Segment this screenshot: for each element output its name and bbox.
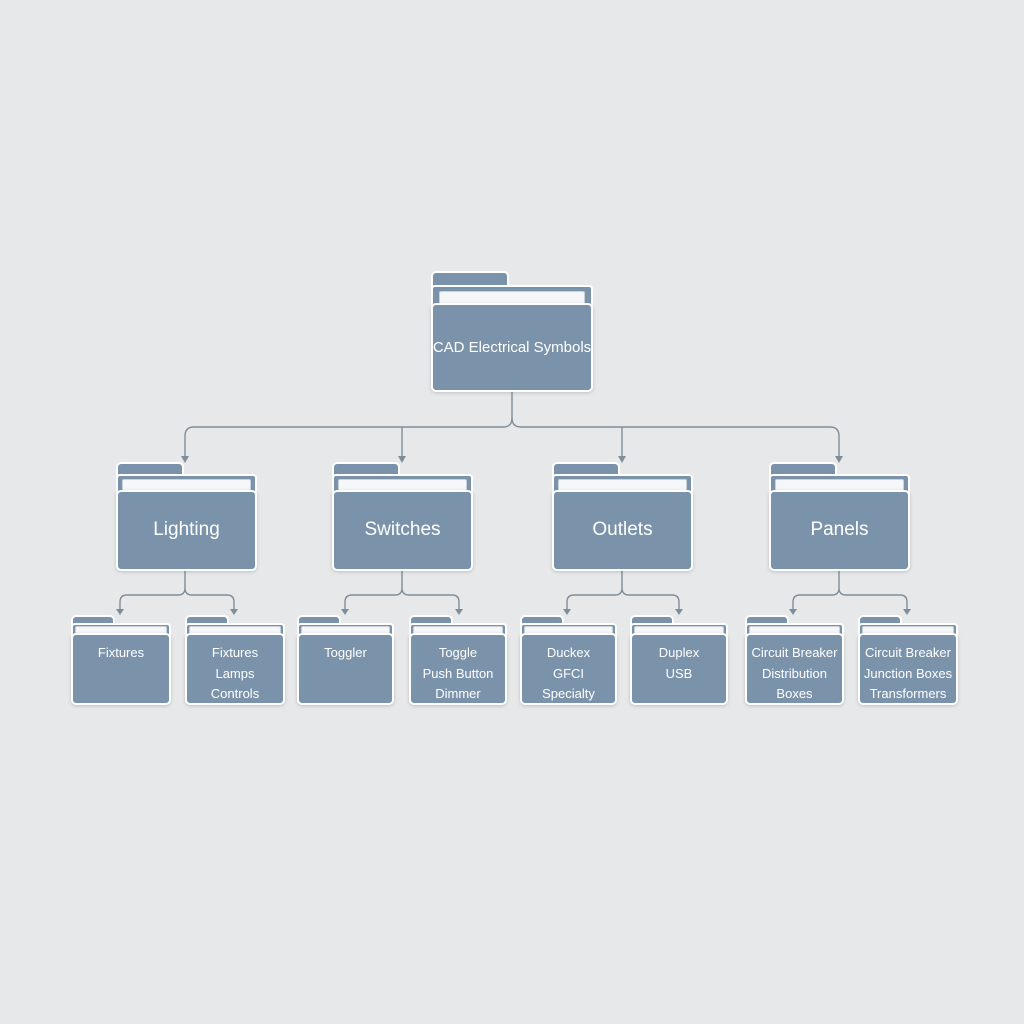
folder-panels[interactable]: Panels	[769, 462, 910, 571]
subfolder-lighting-2[interactable]: Fixtures Lamps Controls	[185, 615, 285, 705]
connector-lighting	[119, 571, 235, 610]
subfolder-panels-1[interactable]: Circuit Breaker Distribution Boxes	[745, 615, 844, 705]
subfolder-switches-2[interactable]: Toggle Push Button Dimmer	[409, 615, 507, 705]
subfolder-panels-2-line-1: Circuit Breaker	[865, 645, 951, 660]
subfolder-panels-2-line-3: Transformers	[869, 686, 947, 701]
subfolder-outlets-1-line-3: Specialty	[542, 686, 595, 701]
folder-outlets[interactable]: Outlets	[552, 462, 693, 571]
connector-root-right	[511, 417, 840, 456]
subfolder-panels-1-line-1: Circuit Breaker	[751, 645, 838, 660]
subfolder-panels-1-line-2: Distribution	[761, 665, 828, 681]
folder-lighting[interactable]: Lighting	[116, 462, 257, 571]
root-folder-label: CAD Electrical Symbols	[432, 338, 592, 356]
folder-lighting-label: Lighting	[153, 519, 220, 541]
subfolder-outlets-1-line-2: GFCI	[552, 665, 585, 681]
subfolder-outlets-2-line-2: USB	[665, 665, 693, 681]
folder-panels-label: Panels	[810, 519, 869, 541]
subfolder-panels-2-line-2: Junction Boxes	[863, 665, 953, 681]
subfolder-switches-2-line-2: Push Button	[422, 665, 494, 681]
subfolder-lighting-2-line-3: Controls	[210, 686, 260, 701]
subfolder-switches-2-line-1: Toggle	[438, 645, 478, 660]
subfolder-outlets-1[interactable]: Duckex GFCI Specialty	[520, 615, 617, 705]
subfolder-lighting-1-line-1: Fixtures	[97, 645, 145, 660]
subfolder-switches-1-line-1: Toggler	[324, 645, 367, 660]
root-folder[interactable]: CAD Electrical Symbols	[431, 271, 593, 392]
subfolder-outlets-2-line-1: Duplex	[658, 645, 700, 660]
folder-outlets-label: Outlets	[592, 519, 653, 541]
connector-panels	[792, 571, 908, 610]
subfolder-lighting-1[interactable]: Fixtures	[71, 615, 171, 705]
subfolder-panels-1-line-3: Boxes	[776, 686, 813, 701]
connector-root-trunk	[184, 392, 513, 456]
connector-switches	[344, 571, 460, 610]
subfolder-switches-1[interactable]: Toggler	[297, 615, 394, 705]
subfolder-outlets-2[interactable]: Duplex USB	[630, 615, 728, 705]
subfolder-lighting-2-line-2: Lamps	[215, 665, 255, 681]
folder-switches-label: Switches	[364, 519, 441, 541]
subfolder-outlets-1-line-1: Duckex	[546, 645, 591, 660]
subfolder-lighting-2-line-1: Fixtures	[211, 645, 259, 660]
connector-outlets	[566, 571, 680, 610]
folder-switches[interactable]: Switches	[332, 462, 473, 571]
subfolder-switches-2-line-3: Dimmer	[435, 686, 481, 701]
subfolder-panels-2[interactable]: Circuit Breaker Junction Boxes Transform…	[858, 615, 958, 705]
